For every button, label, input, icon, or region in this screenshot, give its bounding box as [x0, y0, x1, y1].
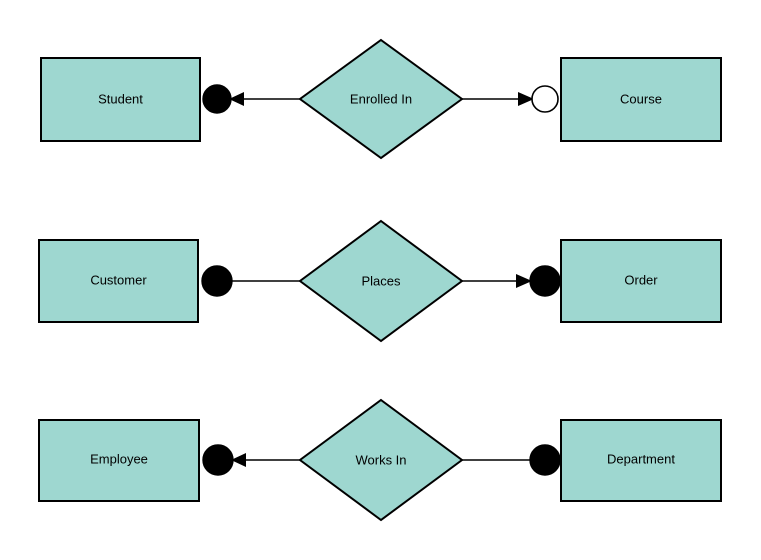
relationship-label-places: Places: [361, 273, 401, 288]
cardinality-dot-customer[interactable]: [201, 265, 233, 297]
arrowhead-toward-employee: [231, 453, 246, 467]
relationship-row-places: Customer Places Order: [38, 219, 722, 343]
entity-box-course[interactable]: [560, 57, 722, 142]
entity-box-student[interactable]: [40, 57, 201, 142]
entity-box-order[interactable]: [560, 239, 722, 323]
relationship-label-works-in: Works In: [355, 452, 406, 467]
cardinality-dot-order[interactable]: [529, 265, 561, 297]
arrowhead-toward-student: [229, 92, 244, 106]
entity-label-course: Course: [620, 91, 662, 106]
arrowhead-toward-course: [518, 92, 534, 106]
entity-label-department: Department: [607, 451, 675, 466]
relationship-diamond-places[interactable]: [298, 219, 464, 343]
entity-box-department[interactable]: [560, 419, 722, 502]
cardinality-dot-course[interactable]: [531, 85, 559, 113]
entity-label-employee: Employee: [90, 451, 148, 466]
cardinality-dot-department[interactable]: [529, 444, 561, 476]
arrowhead-toward-order: [516, 274, 532, 288]
entity-label-customer: Customer: [90, 272, 147, 287]
relationship-diamond-works-in[interactable]: [298, 398, 464, 522]
entity-label-student: Student: [98, 91, 143, 106]
cardinality-dot-employee[interactable]: [202, 444, 234, 476]
relationship-row-works-in: Employee Works In Department: [38, 398, 722, 522]
entity-box-customer[interactable]: [38, 239, 199, 323]
cardinality-dot-student[interactable]: [202, 84, 232, 114]
entity-label-order: Order: [624, 272, 658, 287]
entity-box-employee[interactable]: [38, 419, 200, 502]
relationship-row-enrolled-in: Student Enrolled In Course: [40, 38, 722, 160]
relationship-diamond-enrolled-in[interactable]: [298, 38, 464, 160]
relationship-label-enrolled-in: Enrolled In: [350, 91, 412, 106]
